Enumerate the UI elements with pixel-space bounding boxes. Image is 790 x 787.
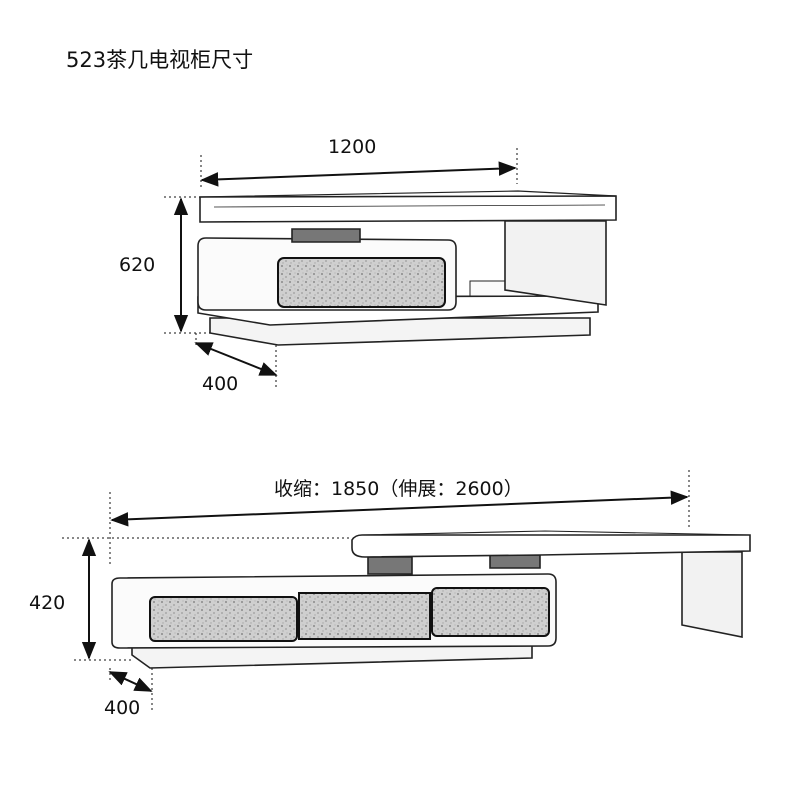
tv-cabinet-width-label: 收缩：1850（伸展：2600） [274,478,523,500]
tv-cabinet-height-label: 420 [29,592,66,614]
depth-arrow [194,342,278,376]
tv-cabinet-dimensions [62,470,690,712]
page-title: 523茶几电视柜尺寸 [66,48,254,72]
coffee-table-height-label: 620 [119,254,156,276]
coffee-table-dimensions [164,148,518,390]
depth-arrow [108,671,153,692]
tv-cabinet-depth-label: 400 [104,697,141,719]
width-arrow [110,490,689,527]
coffee-table-width-label: 1200 [328,136,377,158]
width-arrow [200,161,517,187]
coffee-table-depth-label: 400 [202,373,239,395]
coffee-table-drawing [197,190,617,346]
tv-cabinet-drawing [111,530,751,669]
